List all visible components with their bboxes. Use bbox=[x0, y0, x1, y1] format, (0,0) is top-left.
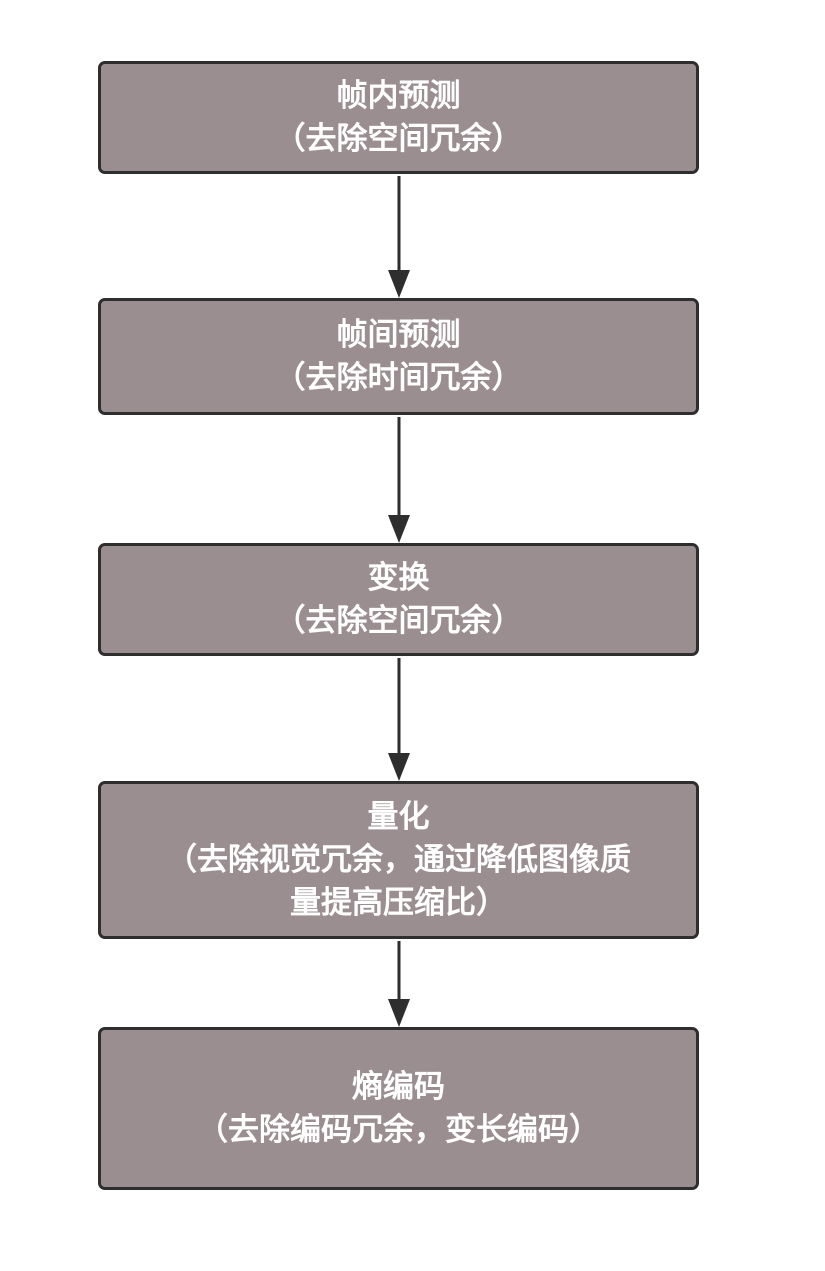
node-title: 量化 bbox=[367, 798, 430, 835]
node-intra-prediction: 帧内预测 （去除空间冗余） bbox=[98, 61, 699, 174]
arrow-3-to-4 bbox=[388, 658, 410, 781]
node-description: （去除编码冗余，变长编码） bbox=[197, 1111, 600, 1148]
arrow-1-to-2 bbox=[388, 176, 410, 298]
node-transform: 变换 （去除空间冗余） bbox=[98, 543, 699, 656]
node-entropy-coding: 熵编码 （去除编码冗余，变长编码） bbox=[98, 1027, 699, 1190]
node-title: 变换 bbox=[367, 559, 430, 596]
node-description: （去除空间冗余） bbox=[274, 120, 523, 157]
node-description: （去除空间冗余） bbox=[274, 602, 523, 639]
node-description: （去除视觉冗余，通过降低图像质 bbox=[166, 841, 631, 878]
node-title: 帧间预测 bbox=[336, 316, 461, 353]
arrow-4-to-5 bbox=[388, 941, 410, 1027]
node-quantization: 量化 （去除视觉冗余，通过降低图像质 量提高压缩比） bbox=[98, 781, 699, 939]
node-title: 帧内预测 bbox=[336, 77, 461, 114]
node-description-continued: 量提高压缩比） bbox=[290, 884, 507, 921]
node-title: 熵编码 bbox=[352, 1068, 445, 1105]
node-inter-prediction: 帧间预测 （去除时间冗余） bbox=[98, 298, 699, 415]
arrow-2-to-3 bbox=[388, 417, 410, 543]
node-description: （去除时间冗余） bbox=[274, 359, 523, 396]
